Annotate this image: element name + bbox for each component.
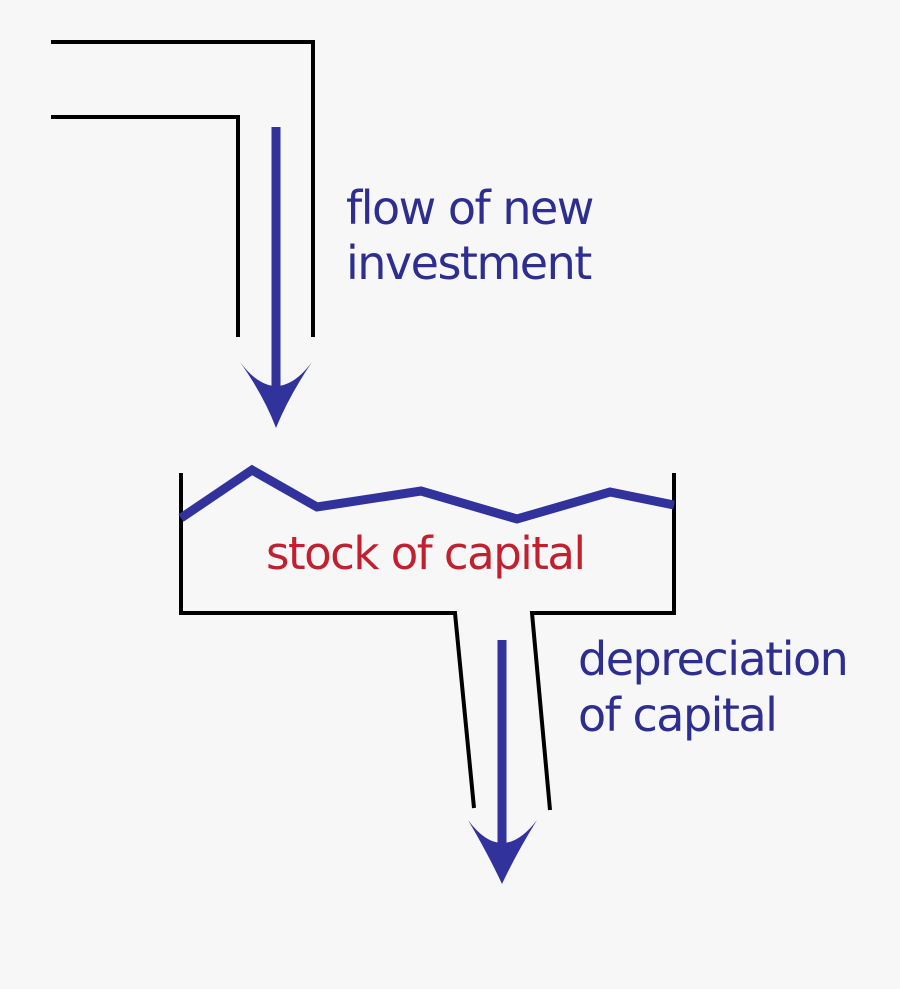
outflow-label: depreciation of capital: [578, 631, 849, 743]
tank-right-wall-and-drain: [529, 473, 676, 811]
outflow-label-line1: depreciation: [578, 632, 849, 686]
inflow-pipe-inner-wall: [51, 115, 240, 337]
outflow-arrow-shaft: [497, 640, 507, 846]
stock-label: stock of capital: [266, 527, 586, 580]
inflow-pipe-outer-wall: [51, 40, 315, 337]
tank-left-wall-and-drain: [179, 473, 476, 809]
inflow-label-line2: investment: [346, 236, 592, 290]
inflow-arrow-head: [240, 362, 312, 428]
outflow-arrow-head: [468, 820, 537, 884]
inflow-arrow-shaft: [271, 127, 281, 388]
inflow-label: flow of new investment: [346, 181, 594, 291]
water-surface-line: [178, 464, 675, 524]
inflow-label-line1: flow of new: [346, 181, 594, 235]
outflow-label-line2: of capital: [578, 688, 778, 742]
